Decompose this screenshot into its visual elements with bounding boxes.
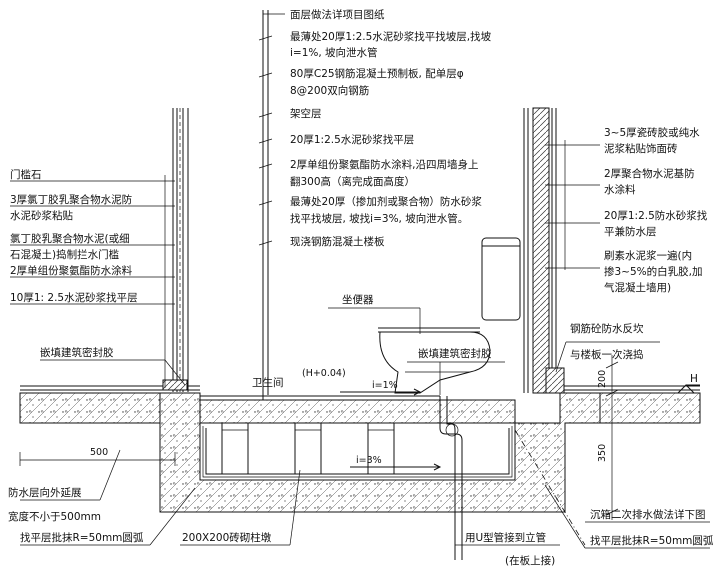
label-curb-2: 石混凝土)捣制拦水门槛 (10, 248, 120, 261)
brick-piers (221, 422, 395, 475)
left-wall (172, 108, 189, 392)
label-extend-2: 宽度不小于500mm (8, 510, 101, 523)
center-ticks (258, 35, 273, 246)
label-air-layer: 架空层 (290, 107, 322, 120)
label-rebar-curb-2: 与楼板一次浇捣 (570, 348, 644, 361)
leader-secondary (514, 429, 586, 546)
right-leaders (545, 140, 600, 270)
label-bathroom: 卫生间 (252, 376, 284, 389)
label-curb-1: 氯丁胶乳聚合物水泥(或细 (10, 232, 130, 245)
label-rebar-curb-1: 钢筋砼防水反坎 (570, 322, 644, 335)
label-fillet-right: 找平层批抹R=50mm圆弧 (590, 534, 714, 547)
label-pu-left: 2厚单组份聚氨酯防水涂料 (10, 264, 133, 277)
label-pu-1: 2厚单组份聚氨酯防水涂料,沿四周墙身上 (290, 158, 479, 171)
door-threshold (162, 367, 565, 394)
label-sealant-mid: 嵌填建筑密封胶 (418, 347, 492, 360)
dimension-500 (19, 452, 176, 466)
label-leveling: 20厚1:2.5水泥砂浆找平层 (290, 133, 414, 146)
label-threshold-stone: 门槛石 (10, 168, 42, 181)
center-leader (262, 10, 285, 400)
label-sealant-left: 嵌填建筑密封胶 (40, 346, 114, 359)
annotation-leaders (20, 307, 710, 549)
label-finish-layer: 面层做法详项目图纸 (290, 8, 385, 21)
label-precast-1: 80厚C25钢筋混凝土预制板, 配单层φ (290, 67, 464, 80)
center-label-group: 面层做法详项目图纸 最薄处20厚1:2.5水泥砂浆找平找坡层,找坡 i=1%, … (290, 8, 492, 248)
label-wp-mortar-2: 平兼防水层 (604, 225, 657, 238)
drain-pipe (439, 396, 463, 560)
label-dim-500: 500 (90, 447, 108, 458)
label-neoprene-1: 3厚氯丁胶乳聚合物水泥防 (10, 193, 132, 206)
label-wp-mortar-1: 20厚1:2.5防水砂浆找 (604, 209, 708, 222)
label-slope-top: i=1% (372, 380, 398, 391)
label-cement-2: 掺3~5%的白乳胶,加 (604, 265, 702, 278)
label-pu-2: 翻300高（离完成面高度） (290, 175, 415, 188)
label-rc-slab: 现浇钢筋混凝土楼板 (290, 235, 385, 248)
label-dim-350: 350 (597, 444, 608, 462)
label-fillet-left: 找平层批抹R=50mm圆弧 (20, 531, 144, 544)
label-toilet: 坐便器 (342, 293, 374, 306)
label-tile-2: 泥浆粘贴饰面砖 (604, 142, 678, 155)
toilet (378, 237, 521, 394)
left-leaders (10, 175, 175, 388)
label-cement-1: 刷素水泥浆一遍(内 (604, 249, 692, 262)
label-leveling-left: 10厚1: 2.5水泥砂浆找平层 (10, 291, 138, 304)
slope-arrows (340, 388, 442, 471)
floor-slab (19, 385, 701, 424)
label-cement-3: 气混凝土墙用) (604, 281, 671, 294)
label-secondary-drain: 沉箱二次排水做法详下图 (590, 508, 706, 521)
label-polymer-2: 水涂料 (604, 183, 636, 196)
label-elevation: (H+0.04) (302, 368, 346, 379)
label-slope-bottom: i=3% (356, 455, 382, 466)
label-pipe-1: 用U型管接到立管 (465, 531, 546, 544)
label-dim-200: 200 (597, 370, 608, 388)
left-label-group: 门槛石 3厚氯丁胶乳聚合物水泥防 水泥砂浆粘贴 氯丁胶乳聚合物水泥(或细 石混凝… (10, 168, 138, 304)
dimension-right (600, 355, 700, 520)
label-extend-1: 防水层向外延展 (8, 486, 82, 499)
label-screed-1: 最薄处20厚1:2.5水泥砂浆找平找坡层,找坡 (290, 30, 492, 43)
label-h-mark: H (690, 373, 698, 385)
right-label-group: 3~5厚瓷砖胶或纯水 泥浆粘贴饰面砖 2厚聚合物水泥基防 水涂料 20厚1:2.… (604, 126, 708, 294)
label-tile-1: 3~5厚瓷砖胶或纯水 (604, 126, 700, 139)
label-brick-piers: 200X200砖砌柱墩 (182, 531, 272, 544)
right-wall (523, 107, 557, 394)
label-polymer-1: 2厚聚合物水泥基防 (604, 167, 695, 180)
label-precast-2: 8@200双向钢筋 (290, 84, 369, 97)
annotation-group: 坐便器 嵌填建筑密封胶 嵌填建筑密封胶 钢筋砼防水反坎 与楼板一次浇捣 卫生间 … (8, 293, 714, 567)
sunken-box (159, 392, 601, 513)
label-mortar-2: 找平找坡层, 坡找i=3%, 坡向泄水管。 (290, 212, 468, 225)
label-mortar-1: 最薄处20厚（掺加剂或聚合物）防水砂浆 (290, 195, 482, 208)
label-screed-2: i=1%, 坡向泄水管 (290, 46, 378, 59)
label-pipe-2: (在板上接) (505, 554, 555, 567)
label-neoprene-2: 水泥砂浆粘贴 (10, 209, 73, 222)
